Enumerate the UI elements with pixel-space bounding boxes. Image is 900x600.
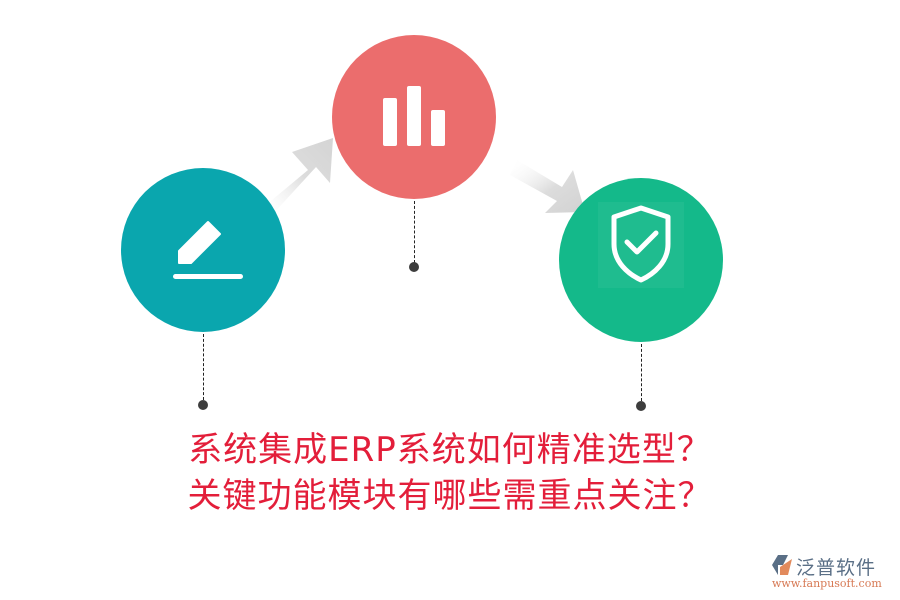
bar-chart-icon — [383, 86, 445, 146]
step-analyze-circle — [332, 35, 496, 199]
title-line-2: 关键功能模块有哪些需重点关注？ — [187, 476, 713, 516]
connector-dot — [409, 262, 419, 272]
connector-line — [414, 201, 415, 263]
connector-line — [641, 344, 642, 401]
step-edit-circle — [121, 168, 285, 332]
watermark-logo: 泛普软件 www.fanpusoft.com — [770, 553, 895, 593]
arrow-right-up-icon — [260, 138, 333, 215]
title-line-1: 系统集成ERP系统如何精准选型？ — [188, 430, 712, 470]
watermark-name: 泛普软件 — [796, 557, 877, 579]
shield-check-icon — [598, 202, 684, 288]
pencil-edit-icon — [173, 221, 243, 279]
connector-line — [203, 334, 204, 400]
step-verify-circle — [559, 178, 723, 342]
fanpu-logo-icon — [772, 555, 792, 575]
connector-dot — [636, 401, 646, 411]
arrow-right-down-icon — [510, 160, 585, 213]
connector-dot — [198, 400, 208, 410]
watermark-url: www.fanpusoft.com — [772, 577, 882, 590]
